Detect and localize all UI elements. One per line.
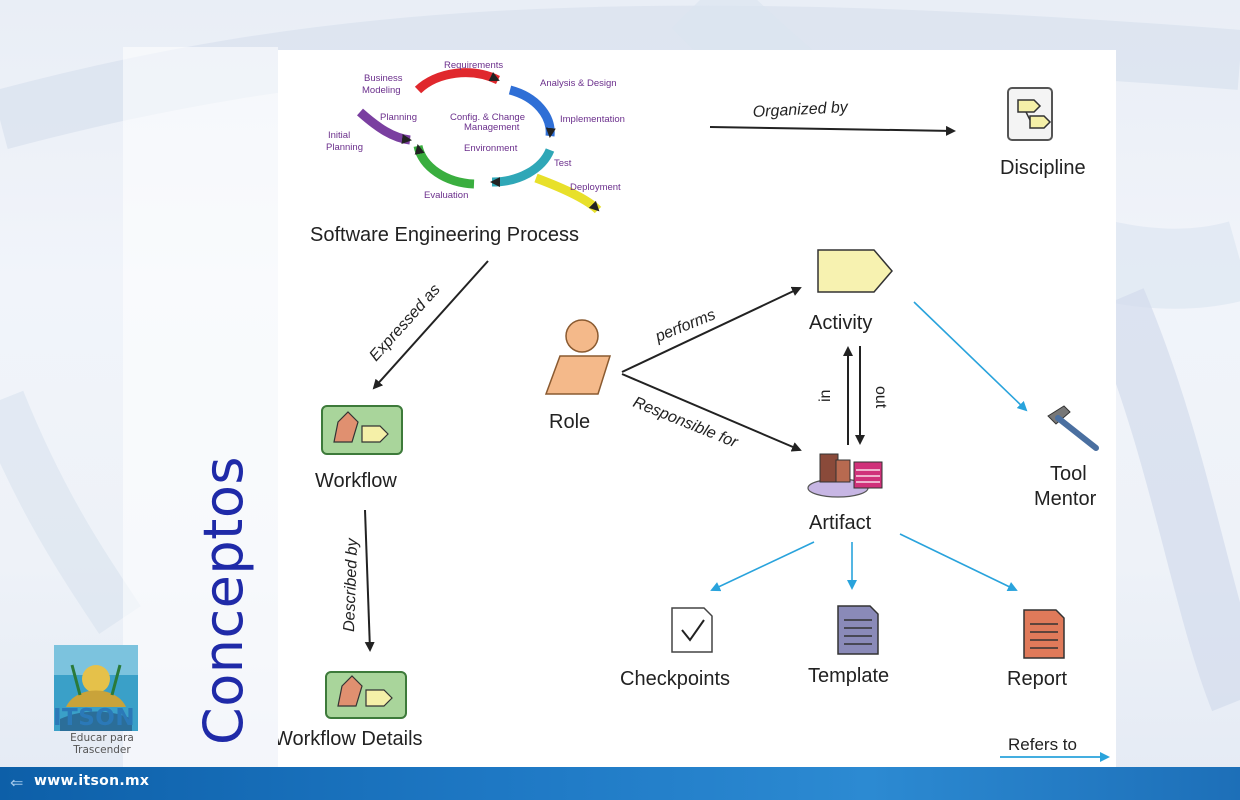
activity-icon [817, 249, 893, 293]
diagram-canvas: Requirements Analysis & Design Implement… [274, 50, 1116, 767]
node-tool-mentor: Tool [1050, 463, 1087, 485]
node-discipline: Discipline [1000, 157, 1086, 179]
node-tool-mentor: Mentor [1034, 488, 1097, 510]
edge-label-in: in [817, 390, 834, 402]
process-label: Software Engineering Process [310, 224, 579, 246]
cycle-label: Planning [326, 142, 363, 153]
cycle-label: Management [464, 122, 520, 133]
checkpoints-icon [671, 607, 713, 653]
node-role: Role [549, 411, 590, 433]
footer-url[interactable]: www.itson.mx [34, 773, 150, 789]
cycle-label: Initial [328, 130, 350, 141]
itson-logo [54, 645, 138, 731]
discipline-icon [1007, 87, 1053, 141]
cycle-label: Analysis & Design [540, 78, 617, 89]
legend-refers-to: Refers to [1008, 735, 1077, 754]
logo-slogan-line: Trascender [73, 744, 131, 756]
node-activity: Activity [809, 312, 872, 334]
hammer-icon [1047, 405, 1099, 451]
edge-label-responsible-for: Responsible for [631, 394, 741, 452]
node-checkpoints: Checkpoints [620, 668, 730, 690]
node-workflow: Workflow [315, 470, 397, 492]
cycle-label: Evaluation [424, 190, 468, 201]
node-workflow-details: Workflow Details [278, 728, 423, 750]
node-report: Report [1007, 668, 1067, 690]
edge-label-organized-by: Organized by [752, 99, 849, 121]
workflow-details-icon [325, 671, 407, 719]
footer-bar: ⇐ www.itson.mx [0, 767, 1240, 800]
edge-label-described-by: Described by [341, 537, 361, 632]
role-icon [544, 319, 612, 395]
node-artifact: Artifact [809, 512, 872, 534]
title-panel [123, 47, 278, 767]
cycle-label: Requirements [444, 60, 503, 71]
cycle-label: Test [554, 158, 572, 169]
cycle-label: Deployment [570, 182, 621, 193]
logo-slogan-line: Educar para [70, 732, 134, 744]
artifact-icon [807, 453, 883, 498]
concept-diagram: Requirements Analysis & Design Implement… [274, 60, 1110, 762]
logo-name: ITSON [53, 705, 136, 731]
back-arrow-icon[interactable]: ⇐ [10, 775, 24, 792]
cycle-label: Business [364, 73, 403, 84]
cycle-label: Config. & Change [450, 112, 525, 123]
edge-label-out: out [872, 386, 889, 409]
template-icon [837, 605, 879, 655]
node-template: Template [808, 665, 889, 687]
cycle-label: Modeling [362, 85, 401, 96]
report-icon [1023, 609, 1065, 659]
cycle-label: Planning [380, 112, 417, 123]
edge-label-performs: performs [652, 306, 718, 346]
cycle-label: Environment [464, 143, 518, 154]
process-cycle: Requirements Analysis & Design Implement… [326, 60, 625, 214]
workflow-icon [321, 405, 403, 455]
cycle-label: Implementation [560, 114, 625, 125]
logo-slogan: Educar para Trascender [62, 732, 142, 756]
slide-title: Conceptos [192, 455, 255, 745]
